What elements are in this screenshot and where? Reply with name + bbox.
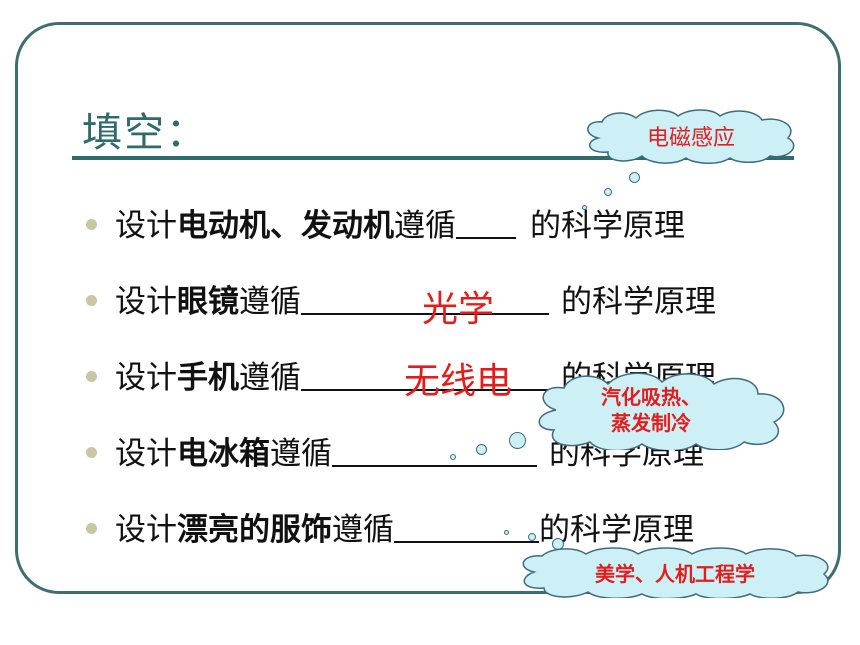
callout-text: 电磁感应 xyxy=(646,126,735,151)
thought-bubble-dot xyxy=(504,530,509,535)
bullet-icon xyxy=(86,295,97,306)
thought-bubble-dot xyxy=(509,432,526,449)
callout-cloud-evaporation: 汽化吸热、 蒸发制冷 xyxy=(530,370,792,450)
row-suffix: 的科学原理 xyxy=(539,512,694,548)
row-prefix: 设计 xyxy=(115,436,177,472)
callout-line: 蒸发制冷 xyxy=(611,411,691,435)
callout-cloud-aesthetics: 美学、人机工程学 xyxy=(514,546,836,598)
bullet-icon xyxy=(86,447,97,458)
cloud-shape-icon xyxy=(587,109,795,164)
row-prefix: 设计 xyxy=(115,208,177,244)
answer-blank xyxy=(394,511,539,543)
list-item: 设计漂亮的服饰遵循 的科学原理 xyxy=(86,508,694,548)
row-suffix: 的科学原理 xyxy=(561,284,716,320)
cloud-shape-icon xyxy=(538,372,785,450)
thought-bubble-dot xyxy=(476,444,487,455)
row-prefix: 设计 xyxy=(115,360,177,396)
row-verb: 遵循 xyxy=(394,208,456,244)
callout-text: 美学、人机工程学 xyxy=(595,561,755,586)
answer-radio: 无线电 xyxy=(404,361,513,402)
cloud-shape-icon xyxy=(522,547,829,598)
list-item: 设计眼镜遵循 的科学原理 xyxy=(86,280,716,320)
thought-bubble-dot xyxy=(450,454,456,460)
row-subject: 手机 xyxy=(177,360,239,396)
slide-frame xyxy=(15,22,841,594)
row-subject: 漂亮的服饰 xyxy=(177,512,332,548)
row-verb: 遵循 xyxy=(239,284,301,320)
list-item: 设计电动机、发动机遵循 的科学原理 xyxy=(86,204,685,244)
callout-cloud-electromagnetic: 电磁感应 xyxy=(578,108,804,164)
callout-text: 汽化吸热、 蒸发制冷 xyxy=(520,370,782,450)
answer-optics: 光学 xyxy=(422,289,495,330)
bullet-icon xyxy=(86,523,97,534)
row-verb: 遵循 xyxy=(332,512,394,548)
thought-bubble-dot xyxy=(604,188,612,196)
answer-blank xyxy=(301,359,549,391)
slide-title: 填空： xyxy=(82,110,208,156)
thought-bubble-dot xyxy=(582,205,587,210)
bullet-icon xyxy=(86,371,97,382)
answer-blank xyxy=(456,207,516,239)
row-verb: 遵循 xyxy=(270,436,332,472)
row-verb: 遵循 xyxy=(239,360,301,396)
row-subject: 电冰箱 xyxy=(177,436,270,472)
answer-blank xyxy=(332,435,537,467)
bullet-icon xyxy=(86,219,97,230)
thought-bubble-dot xyxy=(629,172,640,183)
row-subject: 眼镜 xyxy=(177,284,239,320)
title-divider xyxy=(72,156,794,160)
callout-line: 汽化吸热、 xyxy=(601,385,701,409)
thought-bubble-dot xyxy=(528,533,536,541)
row-subject: 电动机、发动机 xyxy=(177,208,394,244)
row-suffix: 的科学原理 xyxy=(530,208,685,244)
row-prefix: 设计 xyxy=(115,512,177,548)
row-prefix: 设计 xyxy=(115,284,177,320)
answer-blank xyxy=(301,283,549,315)
